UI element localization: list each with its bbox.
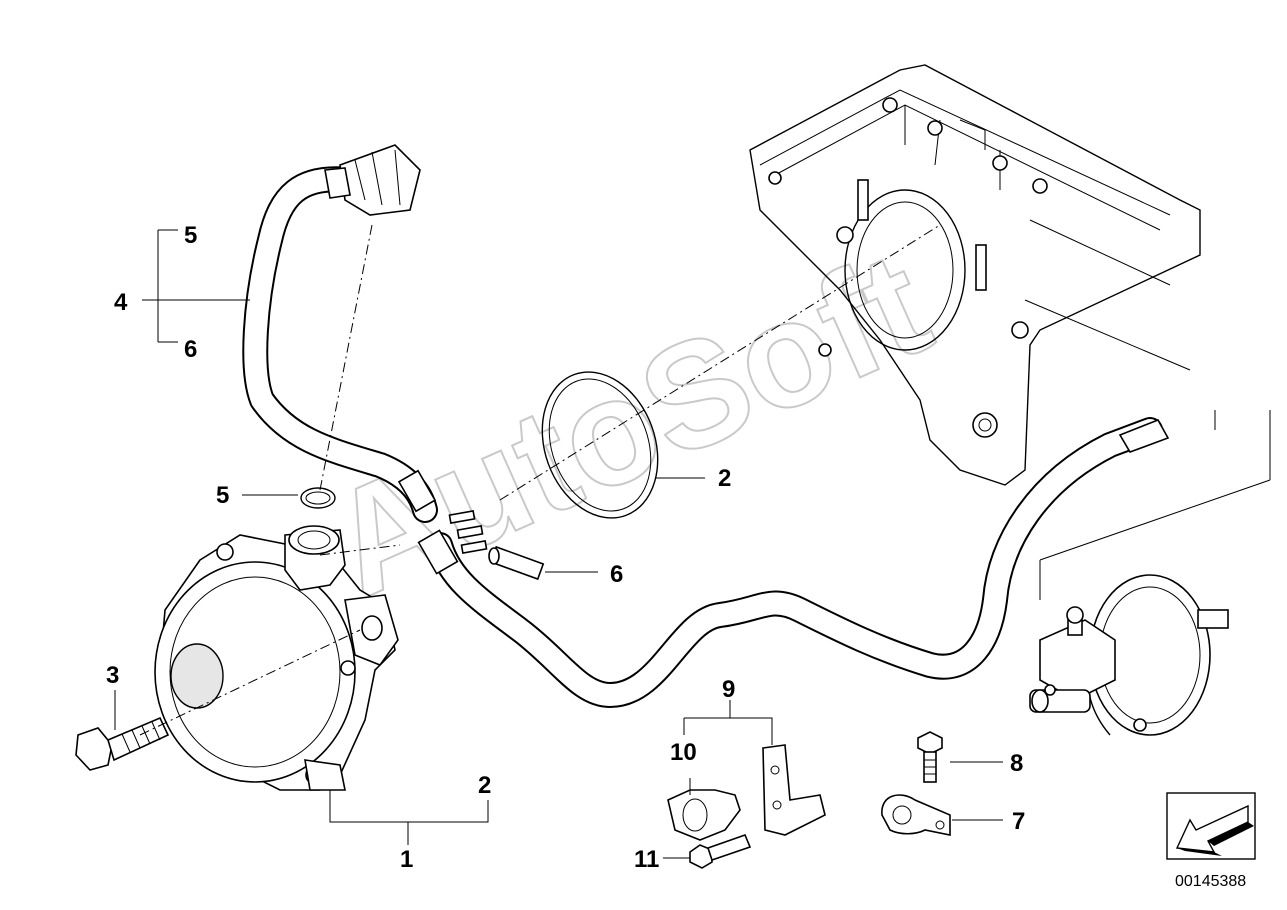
- leader-lines: [114, 229, 1003, 859]
- callout-9: 9: [722, 676, 735, 703]
- pipe-part-6: [488, 545, 545, 581]
- callout-5-top: 5: [184, 222, 197, 249]
- hose-connector: [324, 144, 421, 216]
- callout-10: 10: [670, 739, 697, 766]
- vacuum-pump: [154, 525, 399, 791]
- watermark: AutoSoft: [304, 217, 953, 630]
- engine-block: [749, 64, 1201, 486]
- bracket-assembly: [667, 744, 826, 869]
- vacuum-hose-upper: [242, 166, 438, 523]
- callout-2-pump: 2: [478, 772, 491, 799]
- callout-1: 1: [400, 846, 413, 873]
- vacuum-hose-lower: [427, 417, 1170, 708]
- bolt-part-8: [917, 731, 943, 783]
- centre-lines: [139, 224, 941, 736]
- callout-5-ring: 5: [216, 482, 229, 509]
- callouts: 4 5 6 5 6 2 3 2 1 9 10 11 8 7: [106, 222, 1025, 873]
- clip-part-7: [881, 794, 951, 836]
- brake-booster: [1029, 410, 1271, 736]
- callout-6-pipe: 6: [610, 561, 623, 588]
- callout-2-gasket: 2: [718, 465, 731, 492]
- watermark-text: AutoSoft: [305, 218, 952, 629]
- callout-6-top: 6: [184, 336, 197, 363]
- direction-arrow-box: 00145388: [1166, 792, 1256, 890]
- callout-8: 8: [1010, 750, 1023, 777]
- bolt-part-3: [75, 716, 170, 771]
- document-number: 00145388: [1175, 873, 1246, 890]
- gasket-ring: [541, 371, 659, 519]
- callout-3: 3: [106, 662, 119, 689]
- check-valve: [397, 469, 488, 575]
- o-ring: [300, 487, 336, 509]
- callout-7: 7: [1012, 808, 1025, 835]
- callout-11: 11: [634, 846, 659, 873]
- callout-4: 4: [114, 289, 128, 316]
